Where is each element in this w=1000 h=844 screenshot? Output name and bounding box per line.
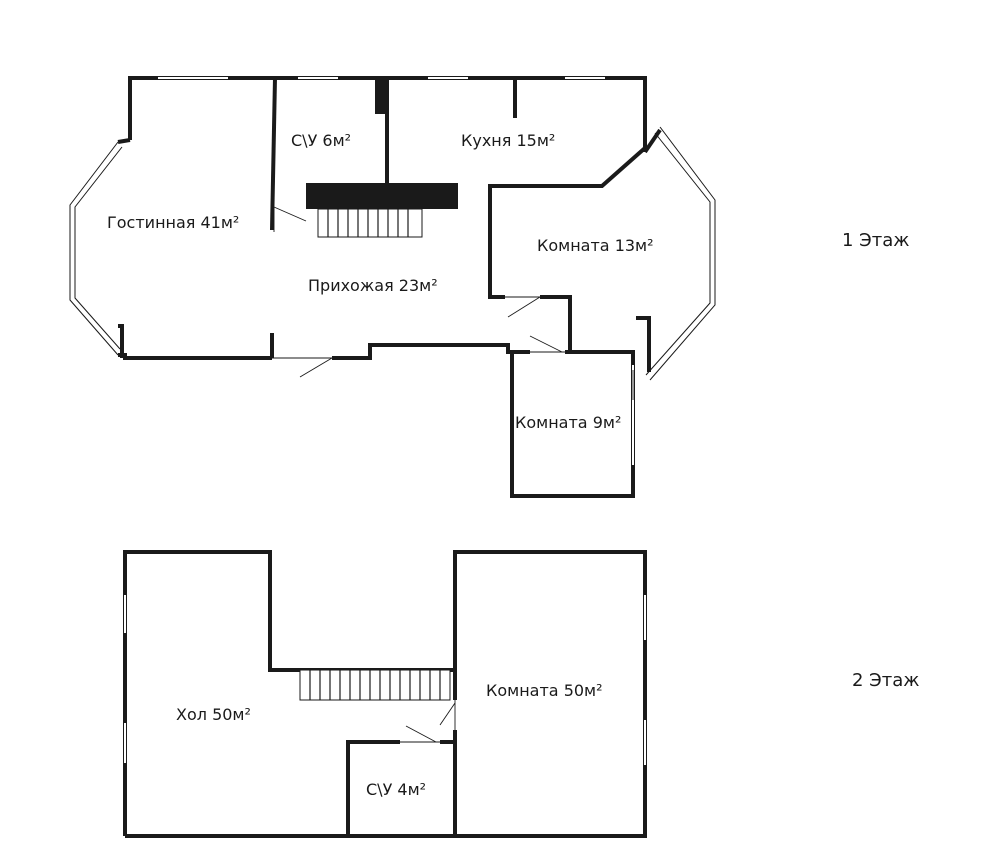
- room-label-living-room: Гостинная 41м²: [107, 213, 239, 232]
- floor-2-staircase: [299, 669, 451, 701]
- floor-1-staircase: [306, 183, 458, 238]
- room-label-bathroom-1: С\У 6м²: [291, 131, 351, 150]
- room-label-hallway: Прихожая 23м²: [308, 276, 438, 295]
- floor-2-doors: [400, 700, 456, 743]
- floor-2-plan: Хол 50м² Комната 50м² С\У 4м² 2 Этаж: [122, 550, 919, 838]
- floor-1-doors: [272, 206, 634, 400]
- room-label-room-50: Комната 50м²: [486, 681, 603, 700]
- floor-1-plan: С\У 6м² Кухня 15м² Гостинная 41м² Комнат…: [69, 75, 909, 498]
- room-label-room-9: Комната 9м²: [515, 413, 621, 432]
- floor-2-windows: [122, 595, 648, 765]
- room-label-room-13: Комната 13м²: [537, 236, 654, 255]
- room-label-bathroom-2: С\У 4м²: [366, 780, 426, 799]
- room-label-kitchen: Кухня 15м²: [461, 131, 555, 150]
- floor-1-interior-walls: [270, 77, 647, 358]
- floor-1-left-bay-window: [69, 141, 123, 356]
- floor-1-label: 1 Этаж: [842, 230, 909, 251]
- floor-2-label: 2 Этаж: [852, 670, 919, 691]
- floor-1-top-windows: [158, 75, 636, 465]
- room-label-hall: Хол 50м²: [176, 705, 251, 724]
- floor-1-right-bay-window: [636, 126, 716, 381]
